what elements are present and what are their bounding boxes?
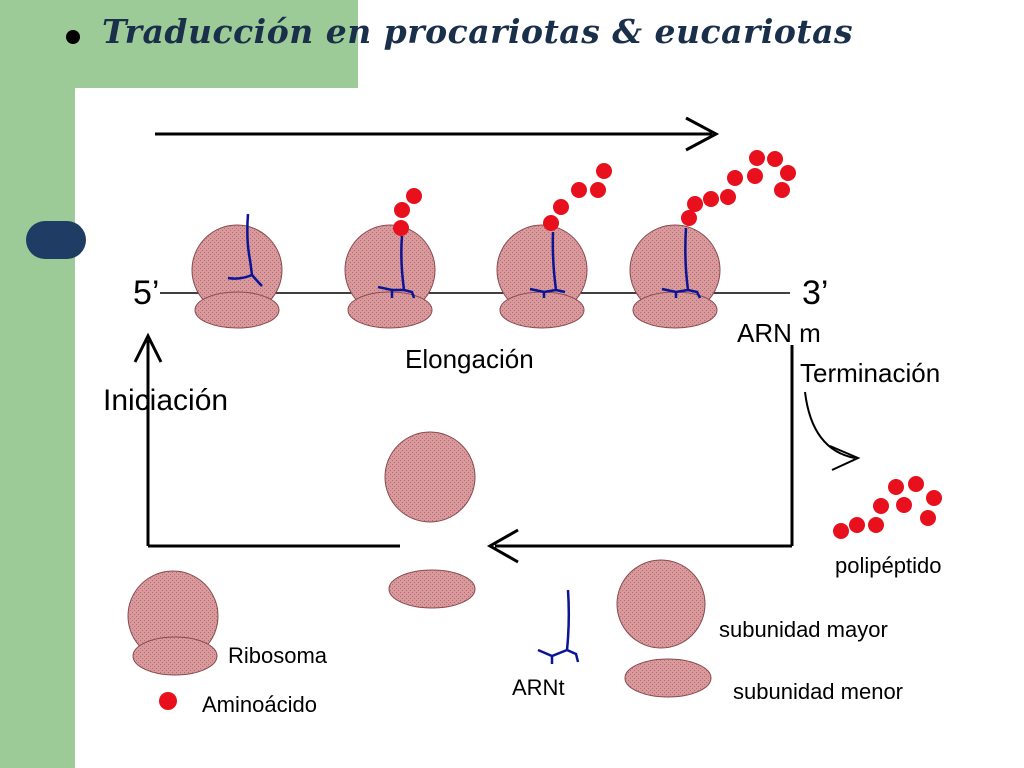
three-prime-label: 3’: [802, 274, 828, 312]
released-polypeptide: [833, 476, 942, 539]
polypeptide-label: polipéptido: [835, 553, 941, 578]
five-prime-label: 5’: [133, 274, 159, 312]
slide-title: Traducción en procariotas & eucariotas: [102, 12, 854, 51]
trna-1: [227, 213, 263, 287]
trna-3: [529, 231, 566, 298]
termination-label: Terminación: [800, 358, 940, 388]
elongation-label: Elongación: [405, 344, 534, 374]
elongation-direction-arrow: [155, 116, 720, 152]
title-bullet: [66, 30, 80, 44]
ribosome-1: [191, 213, 283, 329]
legend-ribosome-label: Ribosoma: [228, 643, 328, 668]
cycle-arrows: [133, 332, 794, 564]
ribosome-4: [629, 150, 796, 329]
legend-amino-acid-dot: [159, 692, 177, 710]
ribosome-3: [496, 163, 612, 329]
initiation-label: Iniciación: [103, 384, 228, 417]
mrna-label: ARN m: [737, 318, 821, 348]
legend-amino-acid-label: Aminoácido: [202, 692, 317, 717]
decorative-pill: [26, 221, 86, 259]
free-ribosome-subunits: [384, 431, 476, 609]
legend-small-subunit-label: subunidad menor: [733, 679, 903, 704]
legend-large-subunit-label: subunidad mayor: [719, 617, 888, 642]
termination-arrow: [804, 391, 861, 471]
trna-4: [661, 227, 702, 299]
legend-trna-icon: [537, 589, 580, 664]
trna-2: [377, 235, 416, 299]
legend-trna-label: ARNt: [512, 675, 565, 700]
ribosome-2: [344, 188, 436, 329]
legend: Ribosoma Aminoácido ARNt subunidad mayor…: [127, 559, 903, 717]
